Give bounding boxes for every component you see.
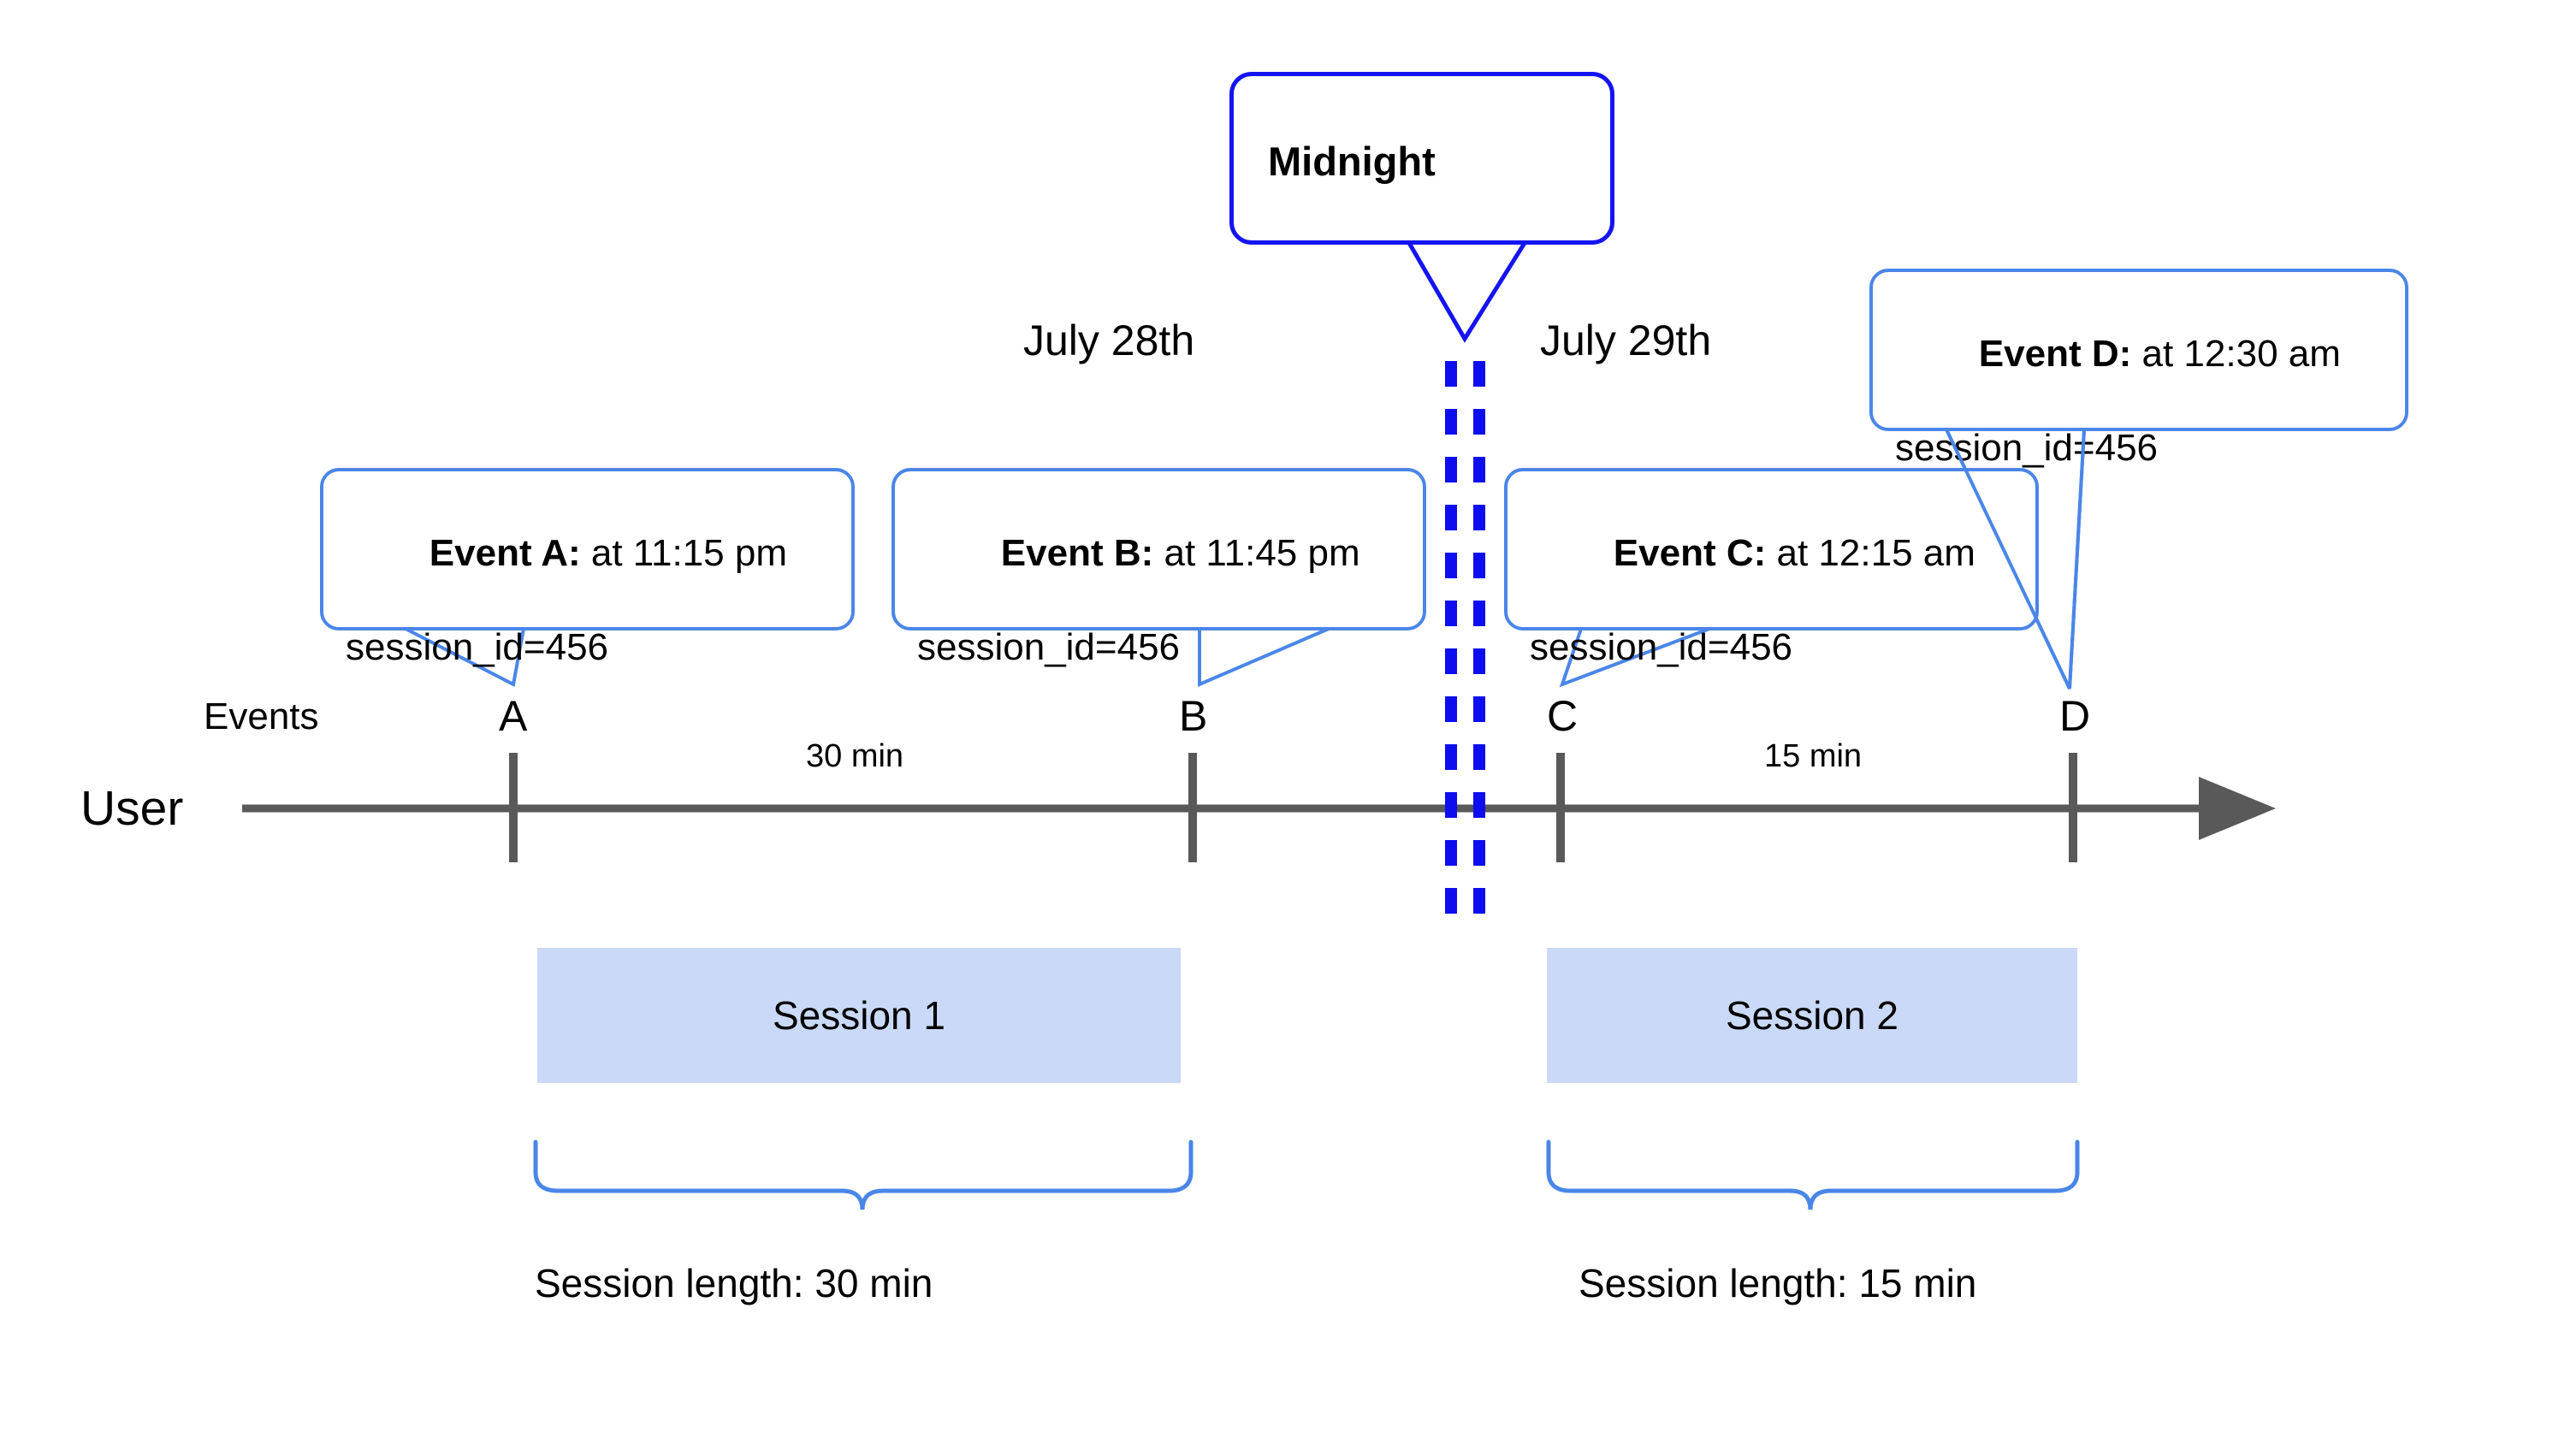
events-row-label: Events xyxy=(204,695,319,737)
event-c-title: Event C: xyxy=(1613,531,1767,574)
tick-letter-a: A xyxy=(499,692,528,740)
tick-letter-b: B xyxy=(1179,692,1208,740)
session-1-label: Session 1 xyxy=(772,993,945,1038)
event-d-time: at 12:30 am xyxy=(2131,332,2341,375)
duration-label-30min: 30 min xyxy=(806,738,904,774)
event-a-callout-box: Event A: at 11:15 pm session_id=456 xyxy=(320,468,855,668)
date-label-right: July 29th xyxy=(1540,317,1712,364)
event-b-time: at 11:45 pm xyxy=(1153,531,1360,574)
event-c-callout-tail xyxy=(1559,627,1710,688)
event-d-callout-box: Event D: at 12:30 am session_id=456 xyxy=(1869,269,2408,469)
event-d-title: Event D: xyxy=(1978,332,2132,375)
event-b-callout-inner: Event B: at 11:45 pm session_id=456 xyxy=(917,487,1411,668)
session-2-box: Session 2 xyxy=(1547,948,2077,1083)
event-c-callout-line2: session_id=456 xyxy=(1530,625,1793,668)
user-row-label: User xyxy=(80,781,184,836)
midnight-callout-tail xyxy=(1407,241,1527,343)
event-a-callout-tail xyxy=(405,627,525,688)
event-b-title: Event B: xyxy=(1000,531,1154,574)
event-b-callout-line2: session_id=456 xyxy=(917,625,1181,668)
event-a-callout-line2: session_id=456 xyxy=(346,625,609,668)
session-1-box: Session 1 xyxy=(537,948,1181,1083)
event-d-callout-inner: Event D: at 12:30 am session_id=456 xyxy=(1895,287,2393,469)
event-b-callout-box: Event B: at 11:45 pm session_id=456 xyxy=(891,468,1426,668)
session-2-label: Session 2 xyxy=(1725,993,1898,1038)
event-d-callout-line2: session_id=456 xyxy=(1895,426,2159,469)
date-label-left: July 28th xyxy=(1023,317,1195,364)
timeline-arrow-head xyxy=(2199,777,2276,840)
session-2-length-label: Session length: 15 min xyxy=(1579,1261,1977,1305)
session-1-length-label: Session length: 30 min xyxy=(535,1261,933,1305)
event-c-time: at 12:15 am xyxy=(1766,531,1975,574)
event-c-callout-box: Event C: at 12:15 am session_id=456 xyxy=(1504,468,2039,668)
tick-letter-d: D xyxy=(2059,692,2091,740)
event-a-title: Event A: xyxy=(429,531,581,574)
midnight-callout-box: Midnight xyxy=(1229,72,1614,245)
event-c-callout-inner: Event C: at 12:15 am session_id=456 xyxy=(1530,487,2023,668)
session-1-brace xyxy=(533,1139,1194,1210)
event-b-callout-tail xyxy=(1198,627,1330,688)
event-a-time: at 11:15 pm xyxy=(580,531,787,574)
event-a-callout-line1: Event A: at 11:15 pm xyxy=(346,487,839,620)
session-2-brace xyxy=(1546,1139,2080,1210)
event-c-callout-line1: Event C: at 12:15 am xyxy=(1530,487,2023,620)
event-a-callout-inner: Event A: at 11:15 pm session_id=456 xyxy=(346,487,839,668)
midnight-callout-label: Midnight xyxy=(1268,139,1436,184)
event-b-callout-line1: Event B: at 11:45 pm xyxy=(917,487,1411,620)
tick-letter-c: C xyxy=(1547,692,1579,740)
duration-label-15min: 15 min xyxy=(1764,738,1863,774)
event-d-callout-line1: Event D: at 12:30 am xyxy=(1895,287,2393,421)
